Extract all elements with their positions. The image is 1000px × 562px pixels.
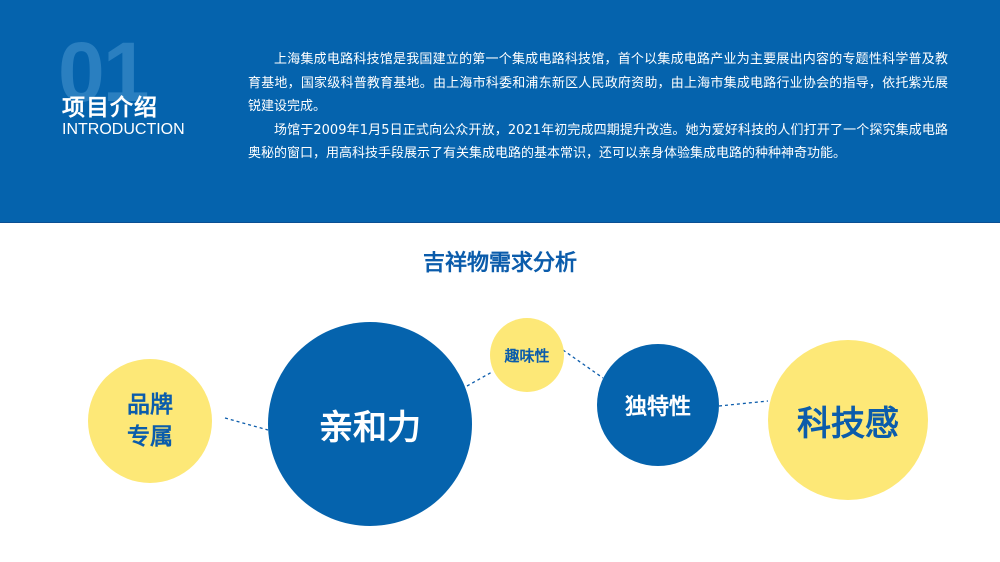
bubble-label: 亲和力 [319,407,421,448]
bubble-fun: 趣味性 [490,318,564,392]
intro-text: 上海集成电路科技馆是我国建立的第一个集成电路科技馆，首个以集成电路产业为主要展出… [248,48,948,166]
bubble-label: 独特性 [624,395,691,420]
intro-paragraph-1: 上海集成电路科技馆是我国建立的第一个集成电路科技馆，首个以集成电路产业为主要展出… [248,52,948,114]
connector-line [466,371,493,387]
connector-line [718,400,769,407]
intro-banner: 01 项目介绍 INTRODUCTION 上海集成电路科技馆是我国建立的第一个集… [0,0,1000,223]
section-number: 01 [58,25,149,119]
bubble-uniqueness: 独特性 [597,344,719,466]
analysis-title: 吉祥物需求分析 [422,251,577,276]
bubble-label: 趣味性 [504,346,550,365]
bubble-affinity: 亲和力 [268,322,472,526]
connector-line [224,417,269,431]
section-title: 项目介绍 [62,95,158,121]
section-subtitle: INTRODUCTION [62,121,185,138]
bubble-label: 科技感 [797,403,899,444]
bubble-label-line1: 品牌 [127,392,173,418]
bubble-tech-sense: 科技感 [768,340,928,500]
intro-paragraph-2: 场馆于2009年1月5日正式向公众开放，2021年初完成四期提升改造。她为爱好科… [248,122,948,162]
bubble-label-line2: 专属 [127,424,173,450]
bubble-brand-exclusive: 品牌 专属 [88,359,212,483]
connector-line [562,349,604,379]
